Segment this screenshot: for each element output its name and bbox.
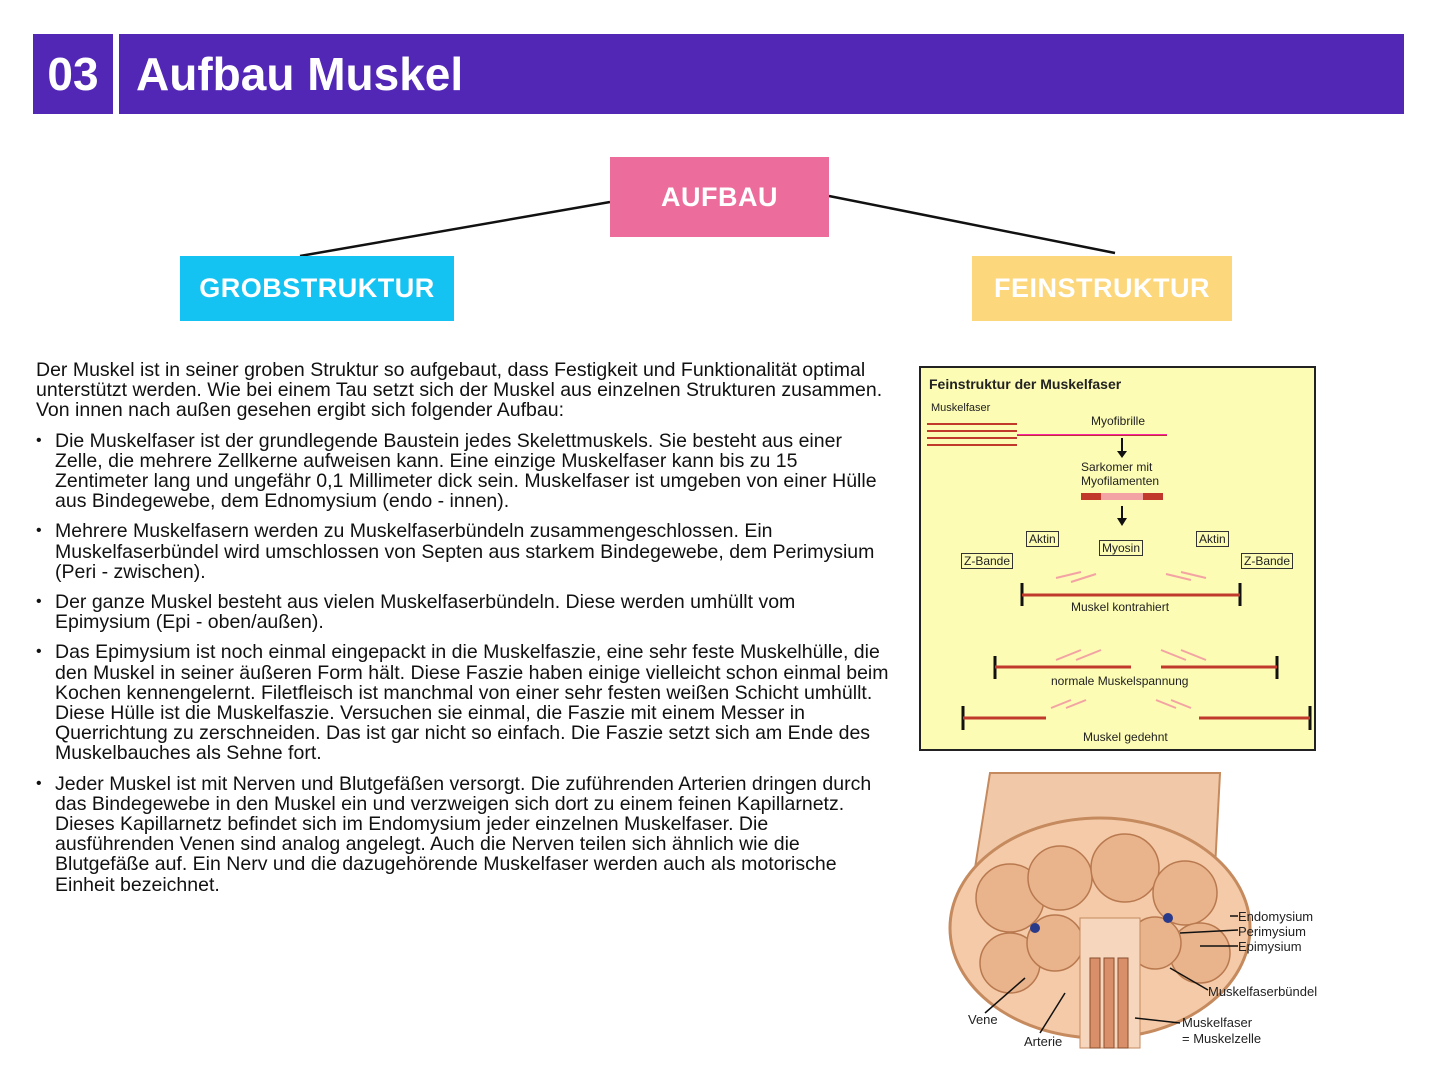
label-arterie: Arterie [1024,1034,1063,1049]
aufbau-box: AUFBAU [610,157,829,237]
label-zbande-right: Z-Bande [1241,553,1294,569]
figure-title: Feinstruktur der Muskelfaser [929,376,1122,392]
page-title: Aufbau Muskel [119,34,1404,114]
label-muskelfaser-zelle: Muskelfaser= Muskelzelle [1182,1015,1262,1046]
label-zbande-left: Z-Bande [961,553,1014,569]
label-kontrahiert: Muskel kontrahiert [1071,600,1170,614]
bullet-muskelfaserbuendel: Mehrere Muskelfasern werden zu Muskelfas… [36,521,891,582]
label-epimysium: Epimysium [1238,939,1302,954]
grobstruktur-box: GROBSTRUKTUR [180,256,454,321]
bullet-nerven-blutgefaesse: Jeder Muskel ist mit Nerven und Blutgefä… [36,774,891,895]
section-number: 03 [33,34,113,114]
label-gedehnt: Muskel gedehnt [1083,730,1168,744]
bullet-list: Die Muskelfaser ist der grundlegende Bau… [36,431,891,895]
bullet-muskelfaszie: Das Epimysium ist noch einmal eingepackt… [36,642,891,763]
label-perimysium: Perimysium [1238,924,1306,939]
label-muskelfaser: Muskelfaser [931,402,991,414]
label-muskelfaserbuendel: Muskelfaserbündel [1208,984,1318,999]
feinstruktur-figure: Feinstruktur der Muskelfaser Muskelfaser… [919,366,1316,751]
label-aktin-right: Aktin [1196,531,1229,547]
muscle-cross-section-figure: Endomysium Perimysium Epimysium Muskelfa… [940,768,1340,1068]
feinstruktur-box: FEINSTRUKTUR [972,256,1232,321]
label-myofibrille: Myofibrille [1091,414,1146,428]
bullet-muskelfaser: Die Muskelfaser ist der grundlegende Bau… [36,431,891,512]
intro-paragraph: Der Muskel ist in seiner groben Struktur… [36,359,883,422]
sarcomere-diagram [927,423,1312,730]
grobstruktur-text: Der Muskel ist in seiner groben Struktur… [36,360,891,905]
label-vene: Vene [968,1012,998,1027]
label-normal: normale Muskelspannung [1051,674,1189,688]
cross-section-drawing [948,772,1252,1049]
label-endomysium: Endomysium [1238,909,1314,924]
label-myosin: Myosin [1099,540,1144,556]
bullet-epimysium: Der ganze Muskel besteht aus vielen Musk… [36,592,891,633]
label-aktin-left: Aktin [1026,531,1059,547]
